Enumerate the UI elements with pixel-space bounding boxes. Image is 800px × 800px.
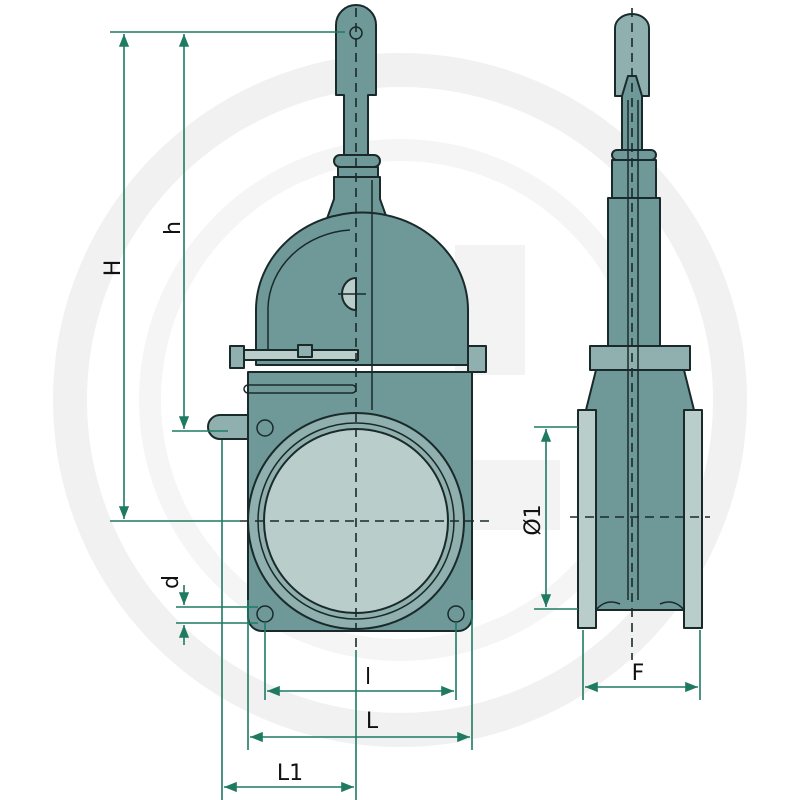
dim-label-diameter: Ø1 [521, 504, 546, 535]
dim-label-F: F [632, 661, 645, 686]
dim-label-H: H [101, 260, 126, 277]
dim-label-L1: L1 [277, 761, 303, 786]
front-view [207, 4, 490, 650]
dimension-lines [110, 31, 701, 800]
side-view [570, 8, 710, 660]
dim-label-h: h [161, 221, 186, 235]
dim-label-l: l [365, 665, 371, 690]
dim-label-L: L [366, 709, 379, 734]
dim-label-d: d [159, 575, 184, 589]
